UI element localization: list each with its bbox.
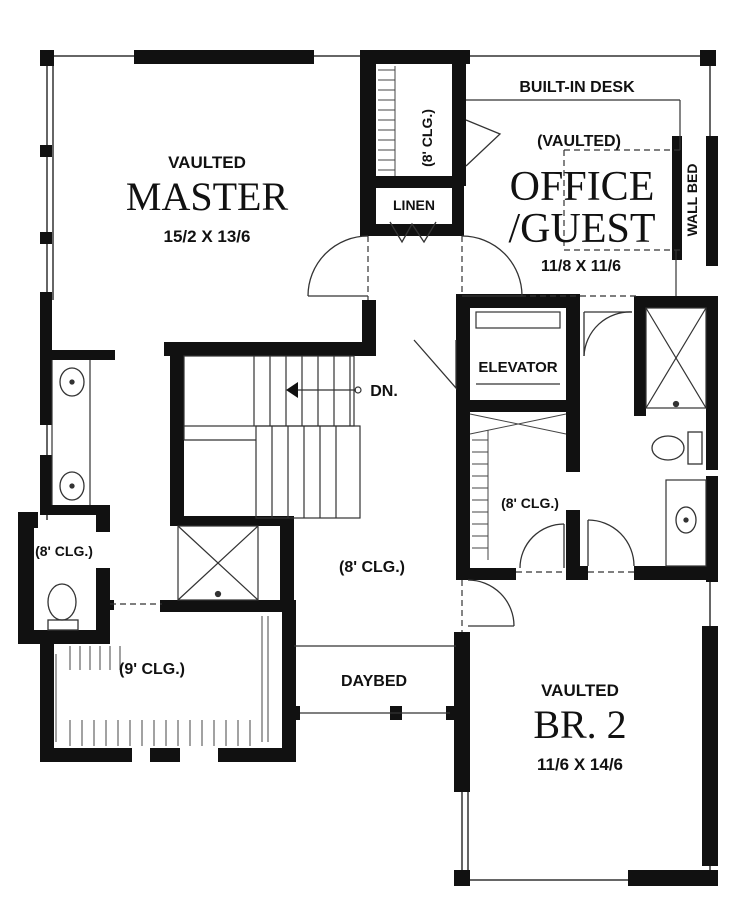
daybed-label: DAYBED (341, 673, 407, 690)
sink-icon (675, 506, 697, 534)
dashed-openings (110, 149, 680, 632)
br2-tag: VAULTED (541, 681, 619, 700)
office-size: 11/8 X 11/6 (541, 258, 621, 275)
master-name: MASTER (126, 174, 289, 219)
toilet-icon (47, 583, 77, 621)
elevator-label: ELEVATOR (478, 359, 557, 376)
hall-ceiling-label: (8' CLG.) (339, 559, 405, 576)
closet-bottom-label: (9' CLG.) (119, 661, 185, 678)
plumbing-fixtures (47, 367, 703, 631)
closet-left-label: (8' CLG.) (35, 543, 93, 559)
stairs-down-label: DN. (370, 383, 398, 400)
walls (18, 50, 718, 886)
master-size: 15/2 X 13/6 (164, 227, 251, 246)
closet-mid-label: (8' CLG.) (501, 495, 559, 511)
wall-bed-label: WALL BED (684, 164, 700, 237)
closet-shelving (55, 66, 567, 746)
linen-label: LINEN (393, 197, 435, 213)
master-tag: VAULTED (168, 153, 246, 172)
toilet-icon (651, 435, 685, 461)
br2-size: 11/6 X 14/6 (537, 755, 623, 774)
closet-top-label: (8' CLG.) (419, 109, 435, 167)
staircase (183, 355, 362, 519)
built-in-desk-label: BUILT-IN DESK (519, 79, 635, 96)
office-tag: (VAULTED) (537, 133, 621, 150)
sink-icon (59, 367, 85, 397)
br2-name: BR. 2 (533, 702, 626, 747)
office-name-line1: OFFICE (510, 164, 655, 210)
sink-icon (59, 471, 85, 501)
thin-lines (51, 99, 707, 714)
doors (307, 119, 635, 627)
stair-arrow-icon (286, 382, 298, 398)
office-name-line2: /GUEST (509, 206, 656, 252)
